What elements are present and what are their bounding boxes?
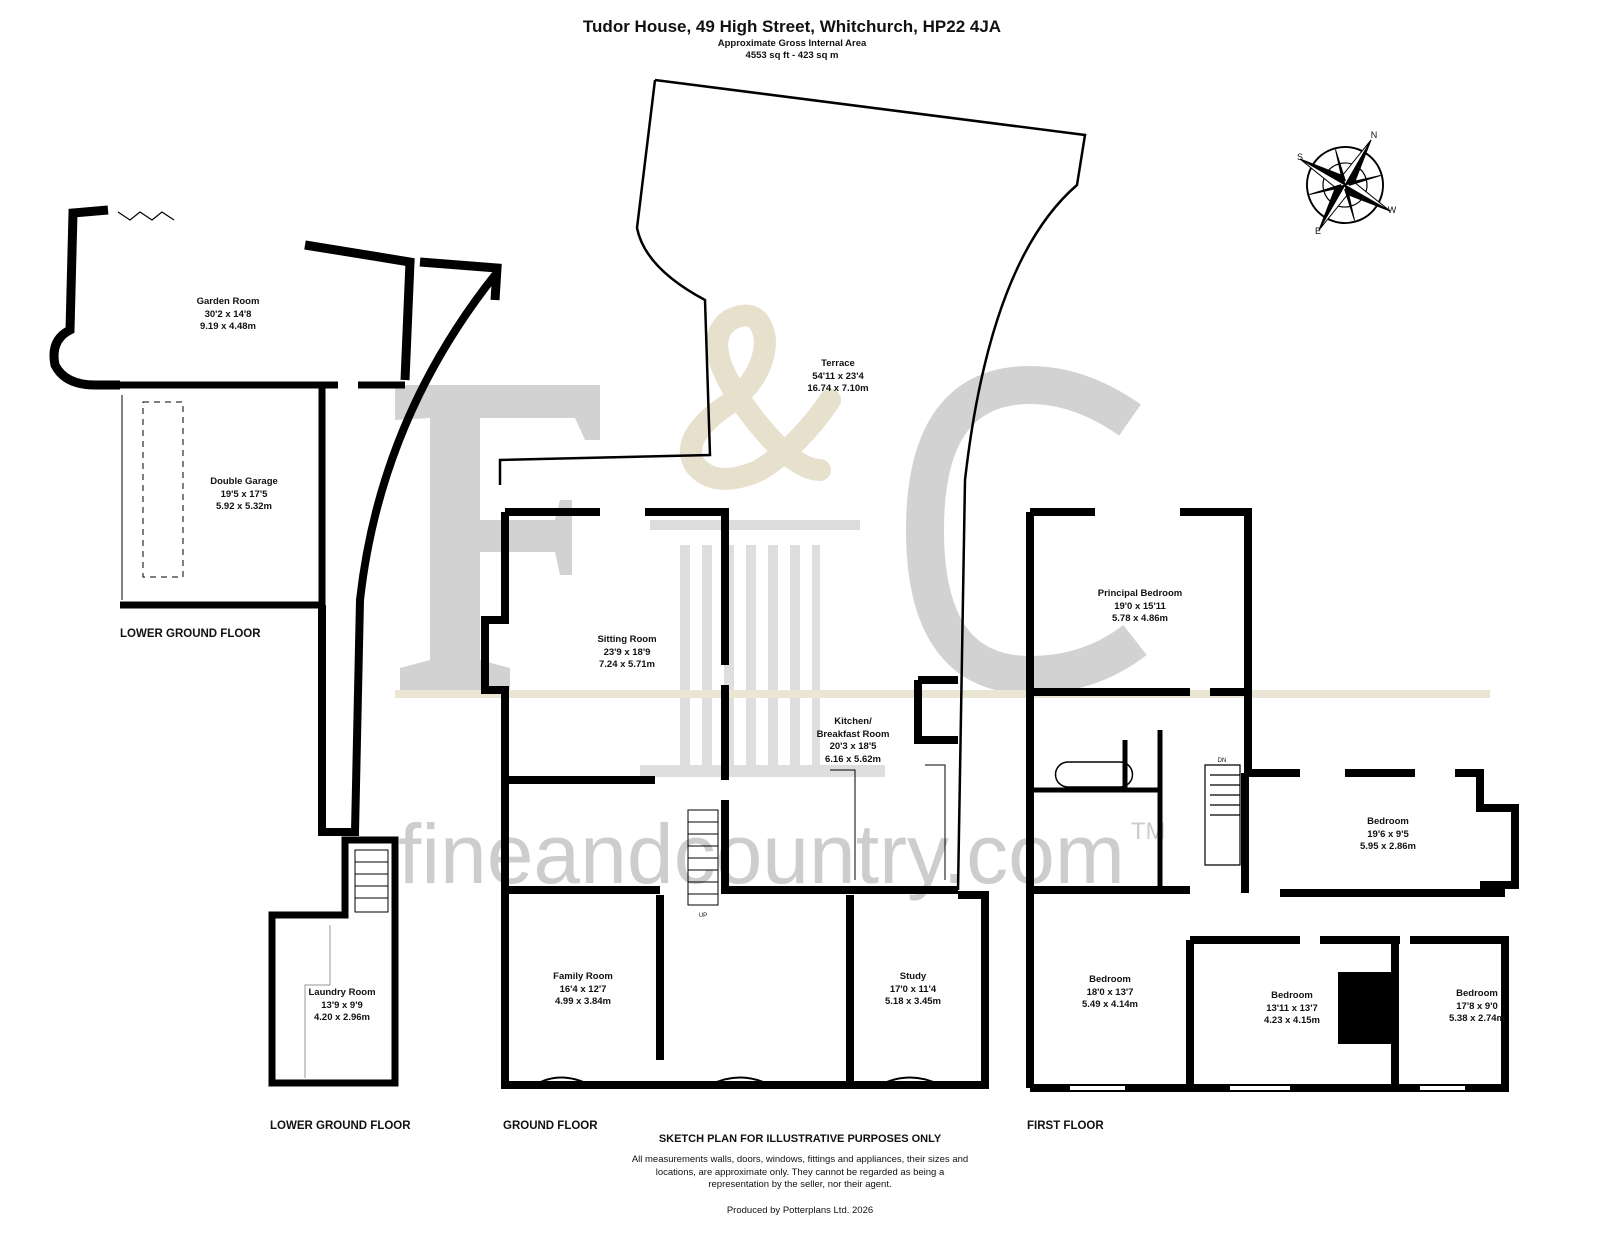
disclaimer-text: All measurements walls, doors, windows, … (631, 1154, 969, 1190)
watermark-letter-c (905, 365, 1147, 695)
ground-stair (687, 809, 719, 906)
first-floor-ensuites (1030, 730, 1163, 890)
compass-s: S (1296, 152, 1304, 162)
bedroom-right-walls (1241, 769, 1519, 897)
stair-up-label: UP (698, 913, 708, 919)
principal-bedroom-walls (1026, 508, 1252, 1088)
chimney-block (1338, 972, 1398, 1044)
bath-tub (1054, 761, 1134, 788)
corridor-curve-wall (318, 272, 499, 836)
laundry-walls (268, 836, 399, 1087)
garden-room-walls (49, 205, 502, 390)
terrace-outline (498, 78, 1087, 891)
kitchen-walls (721, 676, 958, 894)
area-label: Approximate Gross Internal Area (717, 38, 867, 49)
compass-e: E (1314, 226, 1322, 236)
stair-dn-label: DN (1217, 758, 1227, 764)
garage-car-outline (142, 401, 184, 578)
kitchen-island (830, 764, 946, 880)
floor-label-lower-ground-1: LOWER GROUND FLOOR (120, 628, 261, 640)
sketch-plan-heading: SKETCH PLAN FOR ILLUSTRATIVE PURPOSES ON… (658, 1133, 942, 1145)
laundry-stairs (354, 849, 389, 913)
compass-w: W (1387, 205, 1397, 215)
compass-rose-icon (1299, 139, 1391, 231)
sitting-room-walls (481, 508, 729, 890)
floor-label-ground: GROUND FLOOR (503, 1120, 598, 1132)
compass-n: N (1370, 130, 1378, 140)
floor-label-first: FIRST FLOOR (1027, 1120, 1104, 1132)
watermark-site: fineandcountry.com (398, 807, 1125, 901)
watermark-site-row: fineandcountry.com TM (398, 812, 1166, 896)
watermark-letter-f (395, 385, 600, 690)
area-value: 4553 sq ft - 423 sq m (745, 50, 839, 61)
bay-windows (534, 1076, 941, 1086)
page-title: Tudor House, 49 High Street, Whitchurch,… (582, 17, 1002, 36)
garden-room-bifold (117, 211, 175, 221)
first-floor-stair (1204, 764, 1241, 866)
first-floor-bottom (1030, 886, 1509, 1092)
windows (600, 510, 1465, 1090)
watermark-ampersand (680, 304, 841, 490)
produced-by: Produced by Potterplans Ltd. 2026 (726, 1205, 874, 1216)
ground-floor-outer (501, 886, 989, 1089)
floor-label-lower-ground-2: LOWER GROUND FLOOR (270, 1120, 411, 1132)
